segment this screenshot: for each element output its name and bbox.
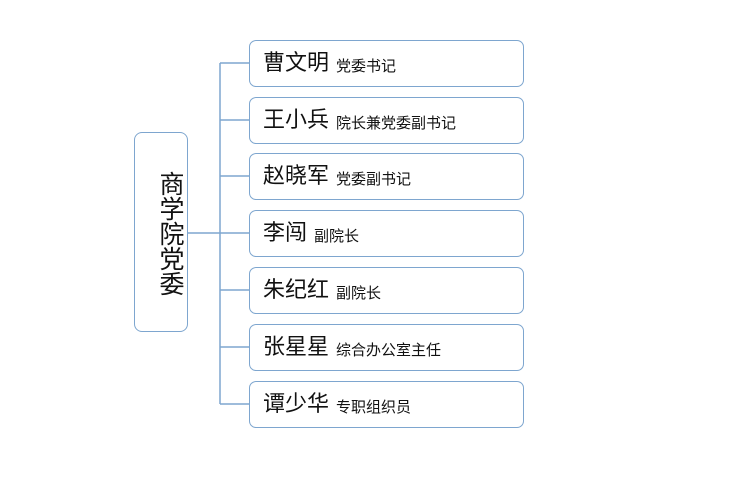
member-node-vice-dean-1: 李闯 副院长 <box>249 210 524 257</box>
member-node-office-director: 张星星 综合办公室主任 <box>249 324 524 371</box>
member-name: 朱纪红 <box>263 277 330 303</box>
member-node-party-secretary: 曹文明 党委书记 <box>249 40 524 87</box>
member-name: 张星星 <box>263 334 330 360</box>
member-name: 李闯 <box>263 220 308 246</box>
member-title: 院长兼党委副书记 <box>336 114 457 132</box>
member-title: 党委书记 <box>336 57 397 75</box>
member-name: 曹文明 <box>263 50 330 76</box>
member-name: 王小兵 <box>263 107 330 133</box>
member-title: 专职组织员 <box>336 398 412 416</box>
member-name: 谭少华 <box>263 391 330 417</box>
member-node-vice-dean-2: 朱纪红 副院长 <box>249 267 524 314</box>
member-title: 党委副书记 <box>336 170 412 188</box>
member-name: 赵晓军 <box>263 163 330 189</box>
root-label: 商学院党委 <box>156 170 185 296</box>
member-node-deputy-secretary: 赵晓军 党委副书记 <box>249 153 524 200</box>
member-title: 副院长 <box>336 284 382 302</box>
member-node-dean: 王小兵 院长兼党委副书记 <box>249 97 524 144</box>
root-node: 商学院党委 <box>134 132 188 332</box>
member-title: 综合办公室主任 <box>336 341 442 359</box>
member-title: 副院长 <box>314 227 360 245</box>
member-node-organizer: 谭少华 专职组织员 <box>249 381 524 428</box>
